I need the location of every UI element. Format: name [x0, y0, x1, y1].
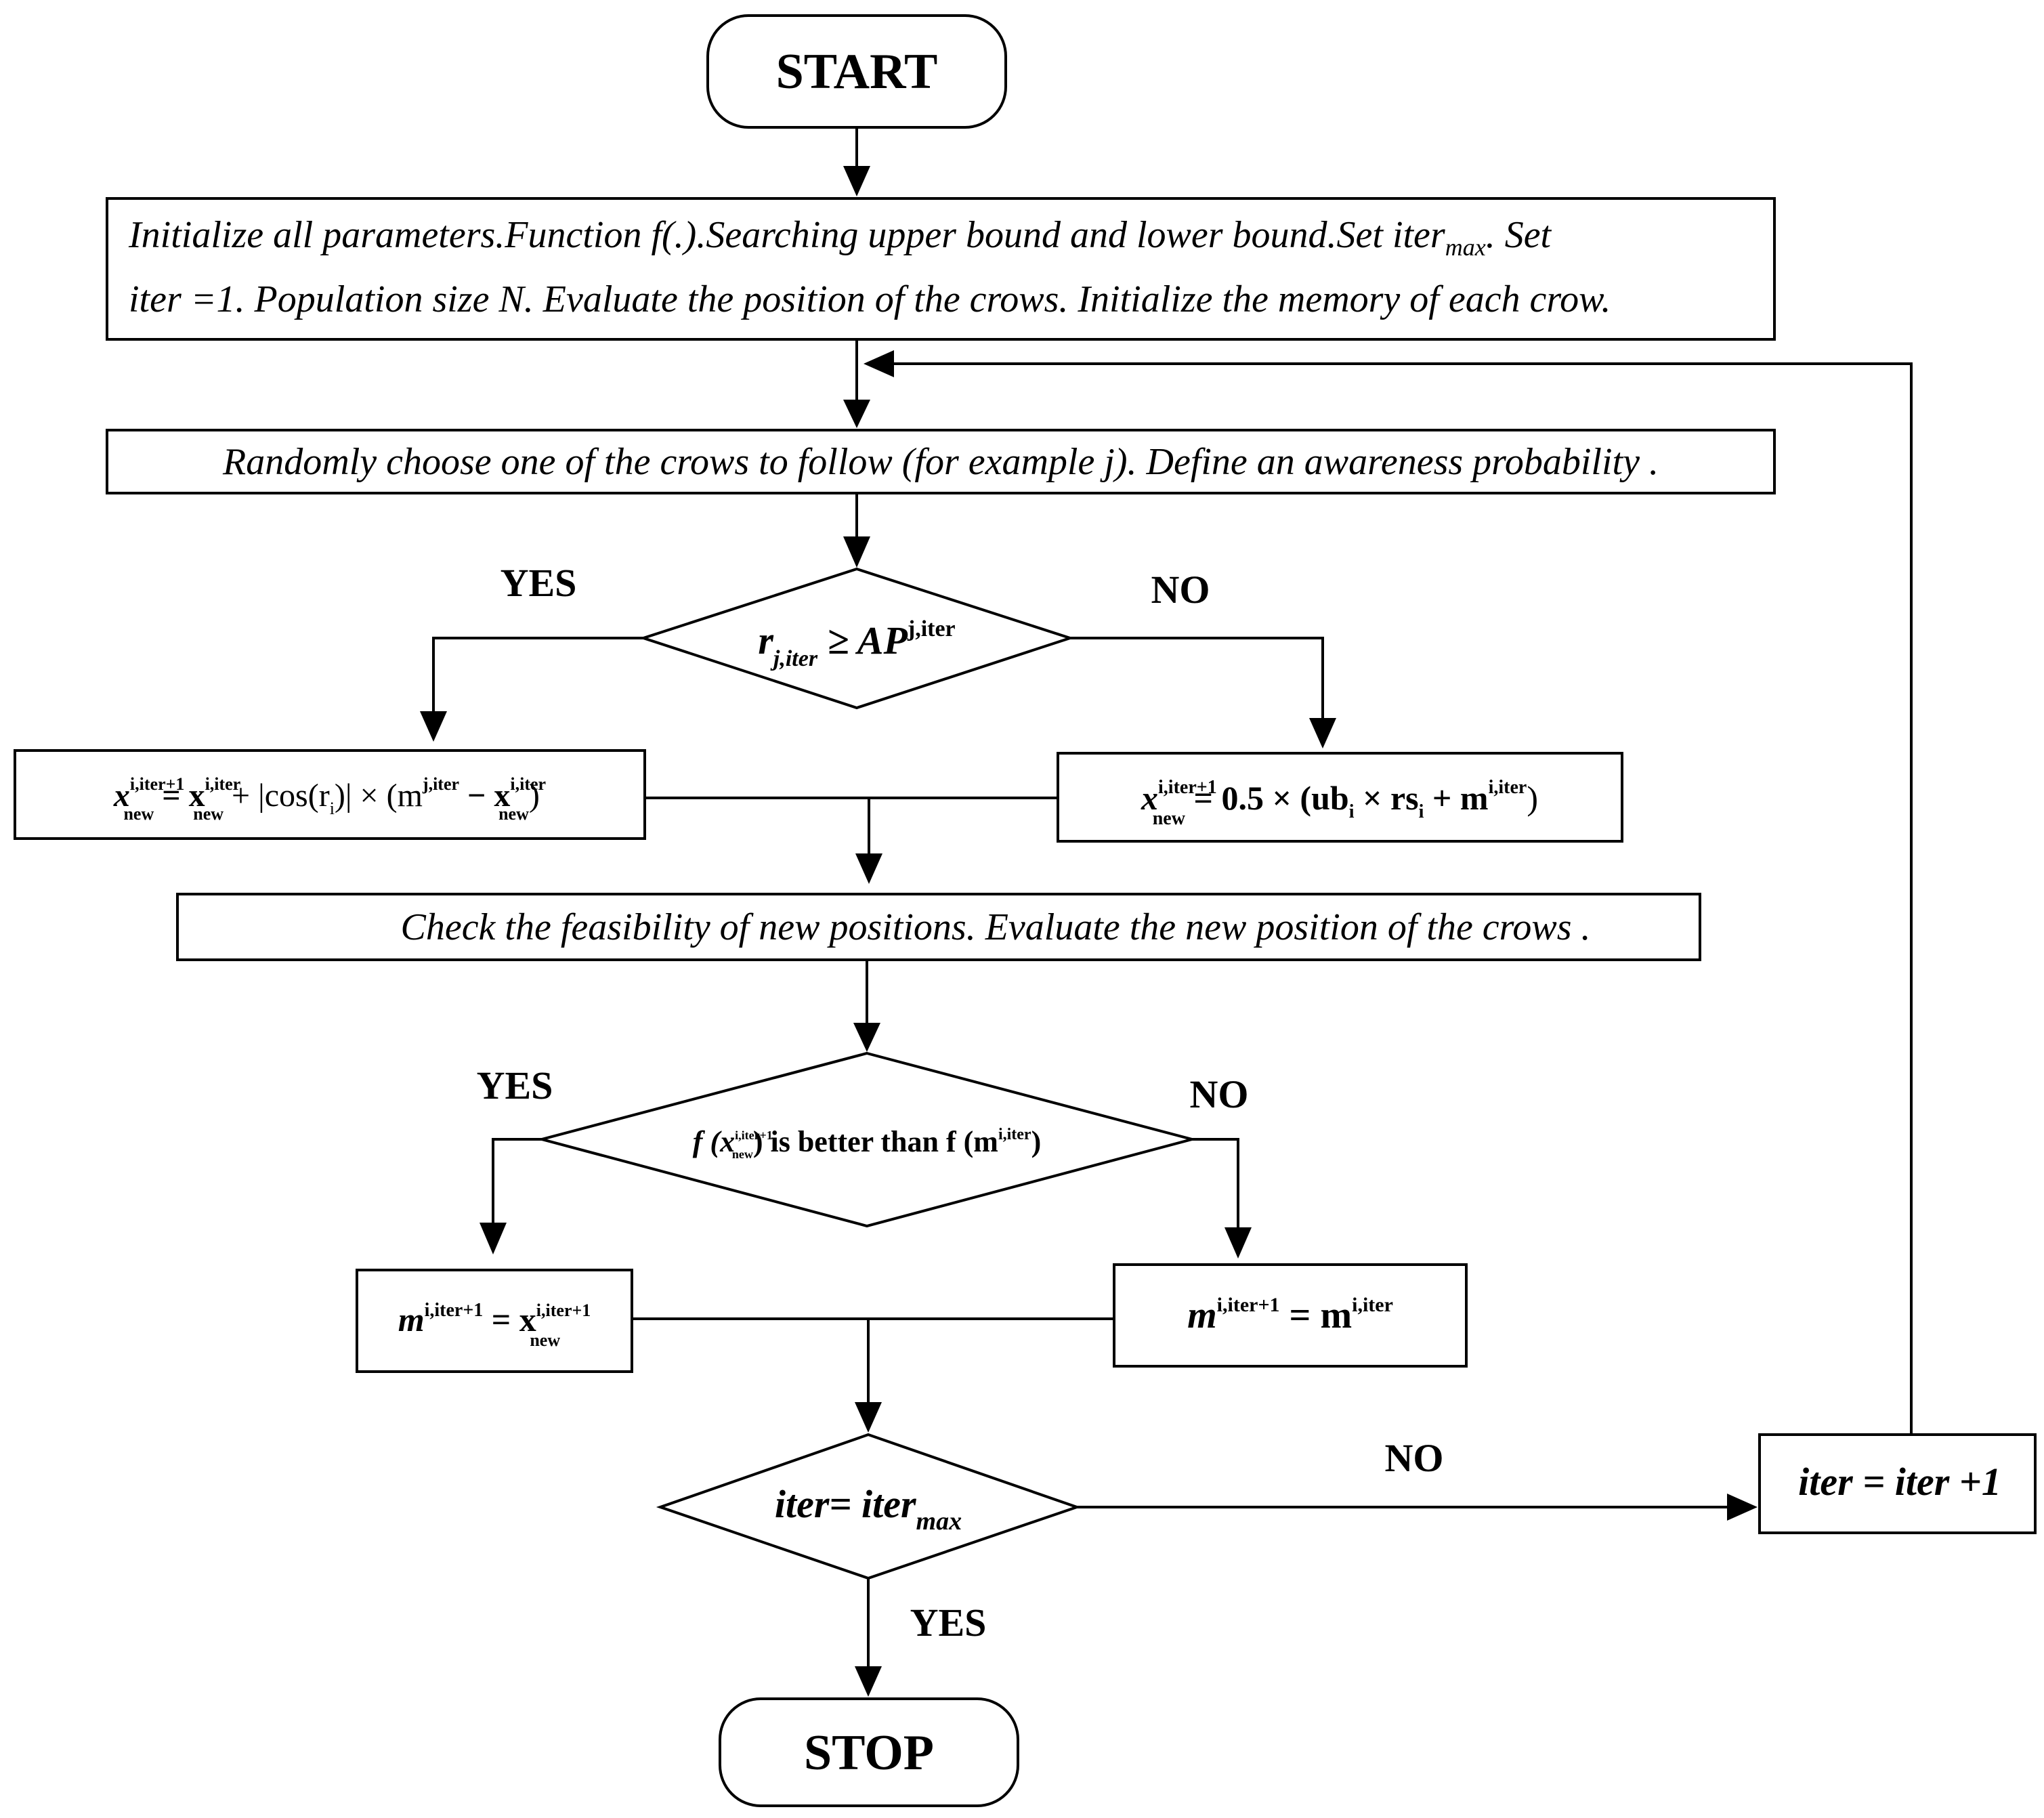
memory-update-no-box: mi,iter+1 = mi,iter — [1113, 1263, 1468, 1368]
loop-back-connector — [864, 350, 1913, 1435]
mem-no-formula: mi,iter+1 = mi,iter — [1187, 1294, 1393, 1336]
decision3-no-label: NO — [1385, 1436, 1444, 1480]
check-feasibility-box: Check the feasibility of new positions. … — [176, 893, 1701, 961]
init-line-1: Initialize all parameters.Function f(.).… — [128, 214, 1552, 261]
check-label: Check the feasibility of new positions. … — [400, 906, 1590, 948]
increment-label: iter = iter +1 — [1798, 1460, 2001, 1504]
start-terminator: START — [706, 14, 1007, 129]
stop-label: STOP — [804, 1725, 934, 1781]
decision3-condition: iter= itermax — [775, 1482, 962, 1536]
start-label: START — [776, 44, 938, 100]
decision1-no-label: NO — [1151, 568, 1210, 612]
increment-iteration-box: iter = iter +1 — [1758, 1433, 2037, 1534]
decision1-condition: rj,iter ≥ APj,iter — [758, 616, 955, 671]
decision2-yes-label: YES — [477, 1063, 553, 1107]
arrowhead — [843, 166, 870, 196]
choose-crow-process-box: Randomly choose one of the crows to foll… — [106, 429, 1776, 494]
init-line-2: iter =1. Population size N. Evaluate the… — [129, 278, 1611, 320]
stop-terminator: STOP — [719, 1697, 1019, 1807]
choose-label: Randomly choose one of the crows to foll… — [222, 441, 1659, 483]
awareness-decision: rj,iter ≥ APj,iter YES NO — [501, 561, 1210, 710]
decision1-yes-label: YES — [501, 561, 577, 605]
initialize-process-box: Initialize all parameters.Function f(.).… — [106, 197, 1776, 341]
decision3-yes-label: YES — [910, 1601, 987, 1645]
decision2-no-label: NO — [1190, 1072, 1249, 1116]
iteration-decision: iter= itermax YES NO — [656, 1433, 1444, 1645]
